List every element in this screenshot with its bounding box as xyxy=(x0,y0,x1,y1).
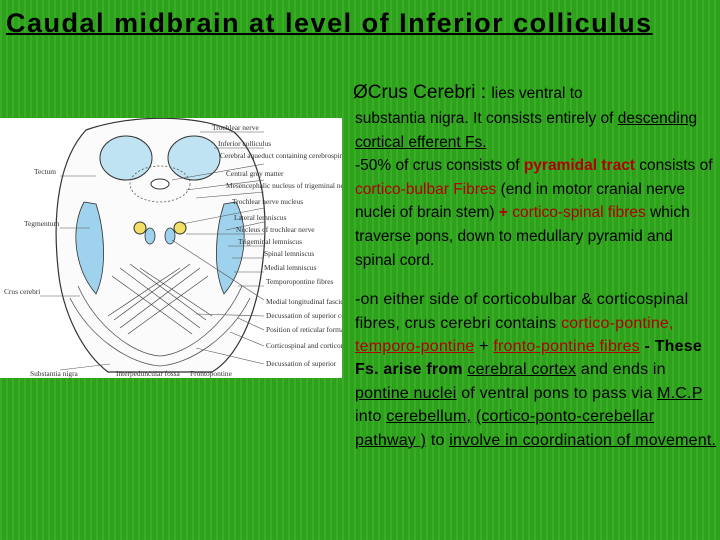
para2-text-15: to xyxy=(426,431,450,449)
para2-cerebral-cortex: cerebral cortex xyxy=(467,361,577,379)
label-corticospinal: Corticospinal and corticonuclear fibres xyxy=(266,341,342,350)
para1-corticobulbar: cortico-bulbar Fibres xyxy=(355,180,497,198)
label-lateral-lemniscus: Lateral lemniscus xyxy=(234,213,286,222)
para2-coordination: involve in coordination of movement. xyxy=(449,431,717,449)
para1-text-10: which traverse pons, down to medullary p… xyxy=(355,204,690,269)
paragraph-1: substantia nigra. It consists entirely o… xyxy=(355,107,717,272)
label-cerebral-aqueduct: Cerebral aqueduct containing cerebrospin… xyxy=(220,151,342,160)
label-tegmentum: Tegmentum xyxy=(24,219,59,228)
para1-plus: + xyxy=(498,204,508,222)
label-spinal-lemniscus: Spinal lemniscus xyxy=(264,249,314,258)
para2-mcp: M.C.P xyxy=(657,384,703,402)
paragraph-gap xyxy=(355,272,717,288)
label-tectum: Tectum xyxy=(34,167,56,176)
para1-descending-efferent: descending cortical efferent Fs. xyxy=(355,110,698,151)
heading-rest: lies ventral to xyxy=(491,85,583,102)
bullet-arrow-icon: Ø xyxy=(353,82,368,103)
label-trochlear-nucleus: Trochlear nerve nucleus xyxy=(232,197,303,206)
para2-text-6: - These Fs. arise from xyxy=(355,337,702,379)
label-trigeminal-lemniscus: Trigeminal lemniscus xyxy=(238,237,302,246)
label-mlf: Medial longitudinal fasciculus xyxy=(266,297,342,306)
para2-text-8: and ends in xyxy=(576,361,666,379)
para2-text-1: -on either side of corticobulbar & corti… xyxy=(355,291,689,332)
para1-text-7: (end in motor cranial nerve nuclei of br… xyxy=(355,180,685,222)
label-crus-cerebri: Crus cerebri xyxy=(4,287,40,296)
para1-text-1: substantia nigra. It consists entirely o… xyxy=(355,110,618,127)
para2-pathway: (cortico-ponto-cerebellar pathway ) xyxy=(355,408,655,449)
para2-plus: + xyxy=(474,337,494,355)
label-decussation-scp: Decussation of superior cerebellar pedun… xyxy=(266,311,342,320)
label-inferior-colliculus: Inferior colliculus xyxy=(218,139,271,148)
para2-text-12: into xyxy=(355,408,387,426)
paragraph-2: -on either side of corticobulbar & corti… xyxy=(355,288,717,452)
label-decussation-superior: Decussation of superior xyxy=(266,359,337,368)
label-central-grey: Central grey matter xyxy=(226,169,284,178)
midbrain-diagram: Tectum Tegmentum Crus cerebri Substantia… xyxy=(4,118,342,378)
para1-text-3: -50% of crus consists of xyxy=(355,157,524,175)
label-mesencephalic-nucleus: Mesencephalic nucleus of trigeminal nerv… xyxy=(226,181,342,190)
heading-label: Crus Cerebri : xyxy=(367,82,492,103)
para1-text-5: consists of xyxy=(634,157,713,175)
label-frontopontine: Frontopontine xyxy=(190,369,233,378)
label-reticular-formation: Position of reticular formation xyxy=(266,325,342,334)
slide-title: Caudal midbrain at level of Inferior col… xyxy=(6,8,653,38)
para2-cerebellum: cerebellum, xyxy=(386,408,472,426)
label-temporopontine: Temporopontine fibres xyxy=(266,277,334,286)
para1-corticospinal: cortico-spinal fibres xyxy=(507,204,646,222)
label-nucleus-trochlear: Nucleus of trochlear nerve xyxy=(236,225,315,234)
label-substantia-nigra: Substantia nigra xyxy=(30,369,79,378)
text-panel: ØCrus Cerebri : lies ventral to substant… xyxy=(353,80,717,452)
para2-corticopontine: cortico-pontine, xyxy=(561,314,674,332)
label-medial-lemniscus: Medial lemniscus xyxy=(264,263,316,272)
para1-pyramidal-tract: pyramidal tract xyxy=(523,157,635,175)
para2-frontopontine: fronto-pontine fibres xyxy=(493,337,640,355)
midbrain-section-figure: Tectum Tegmentum Crus cerebri Substantia… xyxy=(0,118,342,378)
label-trochlear-nerve: Trochlear nerve xyxy=(212,123,259,132)
para2-temporopontine: temporo-pontine xyxy=(355,337,475,355)
crus-cerebri-heading: ØCrus Cerebri : lies ventral to xyxy=(353,80,717,107)
para2-text-10: of ventral pons to pass via xyxy=(456,384,658,402)
para2-pontine-nuclei: pontine nuclei xyxy=(355,384,457,402)
label-interpeduncular-fossa: Interpeduncular fossa xyxy=(116,369,181,378)
